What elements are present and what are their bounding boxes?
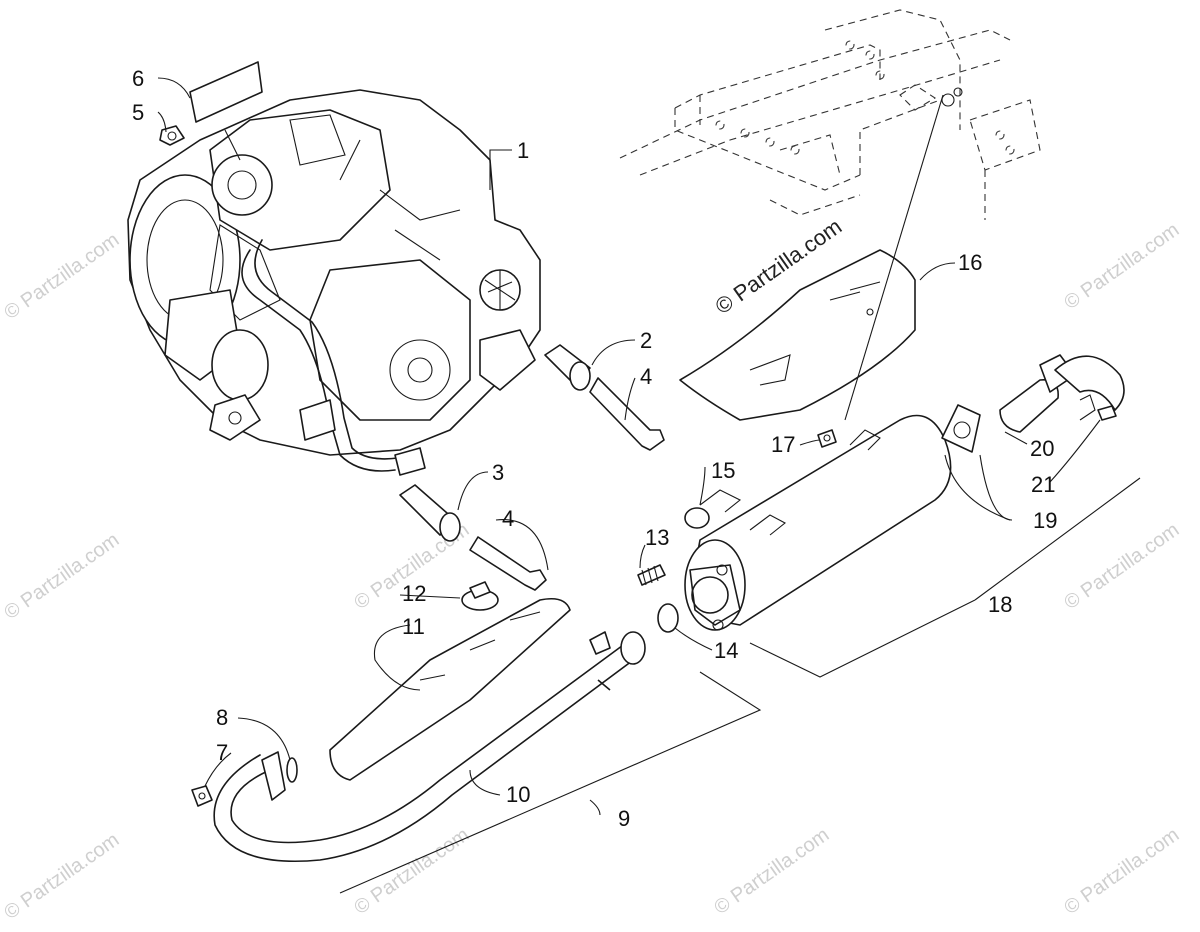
callout-3: 3	[492, 460, 504, 485]
callout-19: 19	[1033, 508, 1057, 533]
callout-4b: 4	[502, 506, 514, 531]
heat-shield-part-11	[329, 597, 571, 781]
muffler-part-18	[684, 414, 952, 631]
callout-18: 18	[988, 592, 1012, 617]
callout-15: 15	[711, 458, 735, 483]
watermark: © Partzilla.com	[350, 824, 473, 919]
spark-arrestor-part-20	[999, 354, 1125, 433]
screw-part-21	[1097, 405, 1117, 421]
callout-11: 11	[402, 614, 425, 639]
screw-part-17	[817, 429, 837, 448]
callout-16: 16	[958, 250, 982, 275]
callout-5: 5	[132, 100, 144, 125]
header-pipe-part-10	[213, 631, 646, 863]
callout-2: 2	[640, 328, 652, 353]
callout-6: 6	[132, 66, 144, 91]
callout-8: 8	[216, 705, 228, 730]
watermark: © Partzilla.com	[0, 829, 123, 924]
watermark: © Partzilla.com	[0, 229, 123, 324]
callout-1: 1	[517, 138, 529, 163]
watermark: © Partzilla.com	[710, 824, 833, 919]
watermark: © Partzilla.com	[0, 529, 123, 624]
callout-21: 21	[1031, 472, 1055, 497]
decal-plate	[189, 61, 263, 123]
frame-section	[619, 9, 1041, 220]
gasket-part-14	[657, 603, 679, 633]
callout-14: 14	[714, 638, 738, 663]
callout-13: 13	[645, 525, 669, 550]
stud-part-3	[399, 484, 547, 591]
stud-part-2	[544, 344, 665, 451]
engine-assembly	[127, 89, 541, 476]
callout-20: 20	[1030, 436, 1054, 461]
leader-lines	[157, 77, 1141, 894]
watermark: © Partzilla.com	[1060, 824, 1183, 919]
callout-4a: 4	[640, 364, 652, 389]
nut-part-5	[159, 125, 185, 146]
watermark: © Partzilla.com	[1060, 219, 1183, 314]
callout-7: 7	[216, 740, 228, 765]
gasket-part-19	[941, 404, 981, 453]
callout-12: 12	[402, 581, 426, 606]
heat-shield-part-16	[679, 249, 916, 421]
callout-10: 10	[506, 782, 530, 807]
callout-9: 9	[618, 806, 630, 831]
callout-17: 17	[771, 432, 795, 457]
clamp-part-12	[461, 581, 499, 611]
spring-part-13	[637, 564, 666, 586]
callout-numbers: 6 5 1 2 4 3 4 16 17 15 20 21 19 13 18 12…	[132, 66, 1057, 831]
watermark: © Partzilla.com	[1060, 519, 1183, 614]
plug-part-15	[684, 489, 742, 529]
nut-part-7	[191, 785, 213, 807]
